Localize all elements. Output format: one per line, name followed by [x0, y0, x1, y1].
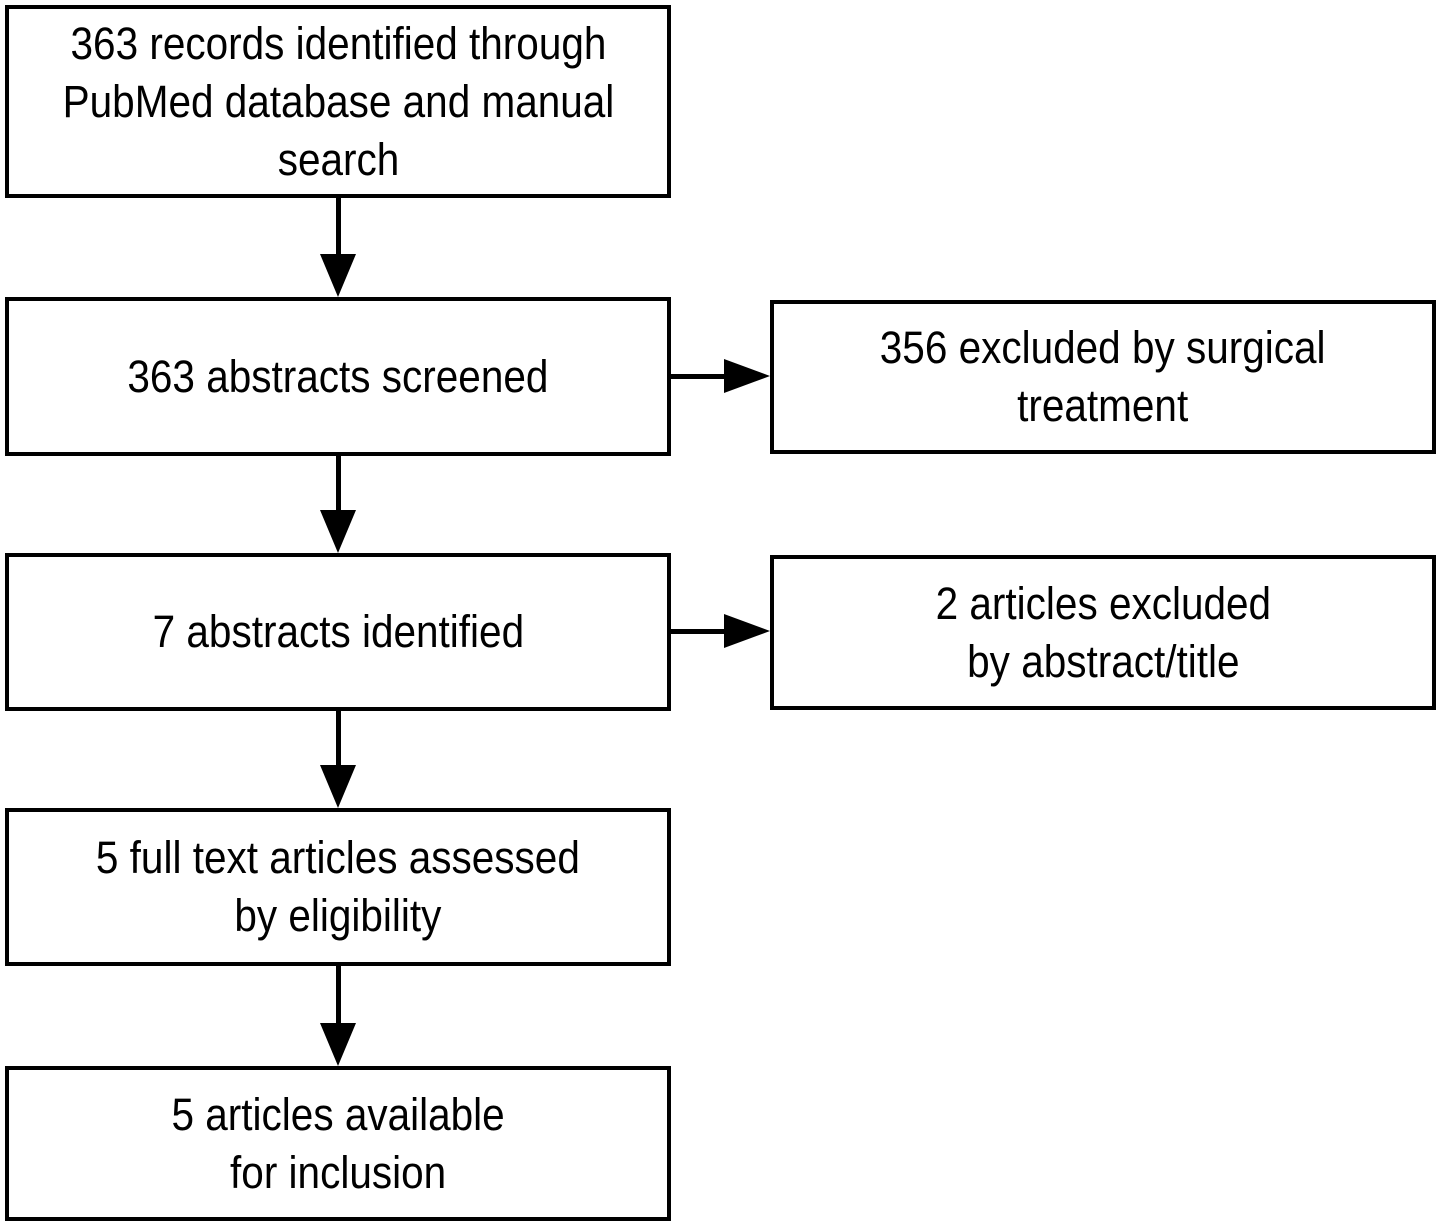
node-records-identified-label: 363 records identified through PubMed da… — [62, 17, 614, 185]
arrowhead-down-icon — [320, 510, 356, 553]
node-fulltext-assessed: 5 full text articles assessed by eligibi… — [5, 808, 671, 966]
arrow-stem — [671, 374, 725, 379]
node-records-identified: 363 records identified through PubMed da… — [5, 5, 671, 198]
arrow-stem — [336, 198, 341, 255]
node-abstracts-screened: 363 abstracts screened — [5, 297, 671, 456]
node-abstracts-identified-label: 7 abstracts identified — [152, 606, 524, 657]
arrow-stem — [336, 711, 341, 766]
arrowhead-down-icon — [320, 1023, 356, 1066]
node-excluded-surgical: 356 excluded by surgical treatment — [770, 300, 1436, 454]
node-articles-included-label: 5 articles available for inclusion — [171, 1088, 505, 1198]
arrowhead-right-icon — [724, 614, 770, 648]
arrowhead-down-icon — [320, 254, 356, 297]
arrow-stem — [336, 966, 341, 1024]
node-excluded-surgical-label: 356 excluded by surgical treatment — [880, 322, 1326, 431]
node-excluded-abstract-title-label: 2 articles excluded by abstract/title — [935, 577, 1271, 687]
node-articles-included: 5 articles available for inclusion — [5, 1066, 671, 1221]
node-abstracts-screened-label: 363 abstracts screened — [127, 350, 549, 402]
arrowhead-down-icon — [320, 765, 356, 808]
arrow-stem — [671, 629, 725, 634]
node-excluded-abstract-title: 2 articles excluded by abstract/title — [770, 555, 1436, 710]
arrow-stem — [336, 456, 341, 511]
node-abstracts-identified: 7 abstracts identified — [5, 553, 671, 711]
node-fulltext-assessed-label: 5 full text articles assessed by eligibi… — [96, 832, 580, 941]
arrowhead-right-icon — [724, 359, 770, 393]
